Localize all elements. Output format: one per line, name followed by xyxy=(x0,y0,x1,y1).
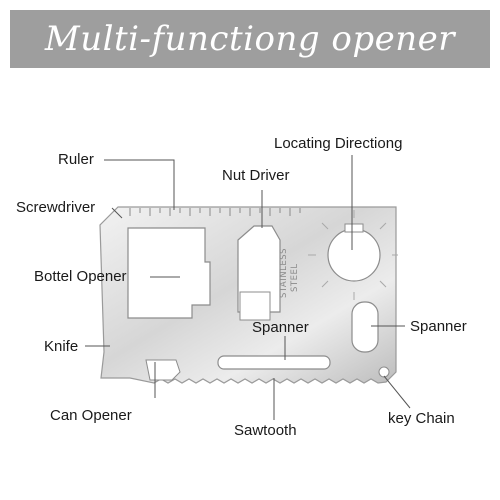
label-knife: Knife xyxy=(44,338,79,355)
can-opener-notch xyxy=(145,359,181,381)
leader-ruler xyxy=(104,159,175,210)
stamp-line-2: STEEL xyxy=(290,263,300,292)
label-sawtooth: Sawtooth xyxy=(234,422,297,439)
label-spanner-center: Spanner xyxy=(252,319,309,336)
title-banner: Multi-functiong opener xyxy=(10,10,490,68)
bottle-opener-cutout xyxy=(127,227,211,319)
key-chain-hole xyxy=(378,366,390,378)
leader-lines xyxy=(85,155,411,420)
ruler-ticks xyxy=(129,208,301,216)
spanner-slot-small xyxy=(239,291,271,321)
label-nut-driver: Nut Driver xyxy=(222,167,290,184)
label-locating-direction: Locating Directiong xyxy=(274,135,403,152)
leader-screwdriver xyxy=(111,207,123,219)
label-can-opener: Can Opener xyxy=(50,407,132,424)
label-spanner-right: Spanner xyxy=(410,318,467,335)
spanner-slot-center xyxy=(217,355,331,370)
page-title: Multi-functiong opener xyxy=(44,19,456,59)
label-key-chain: key Chain xyxy=(388,410,455,427)
label-bottle-opener: Bottel Opener xyxy=(34,268,127,285)
spanner-slot-right xyxy=(351,301,379,353)
label-screwdriver: Screwdriver xyxy=(16,199,96,216)
nut-driver-cutout xyxy=(237,225,281,313)
direction-finder xyxy=(308,210,398,300)
stamp-line-1: STAINLESS xyxy=(279,248,289,298)
leader-key-chain xyxy=(383,375,411,409)
label-ruler: Ruler xyxy=(58,151,94,168)
stainless-steel-stamp: STAINLESS STEEL xyxy=(279,248,300,298)
